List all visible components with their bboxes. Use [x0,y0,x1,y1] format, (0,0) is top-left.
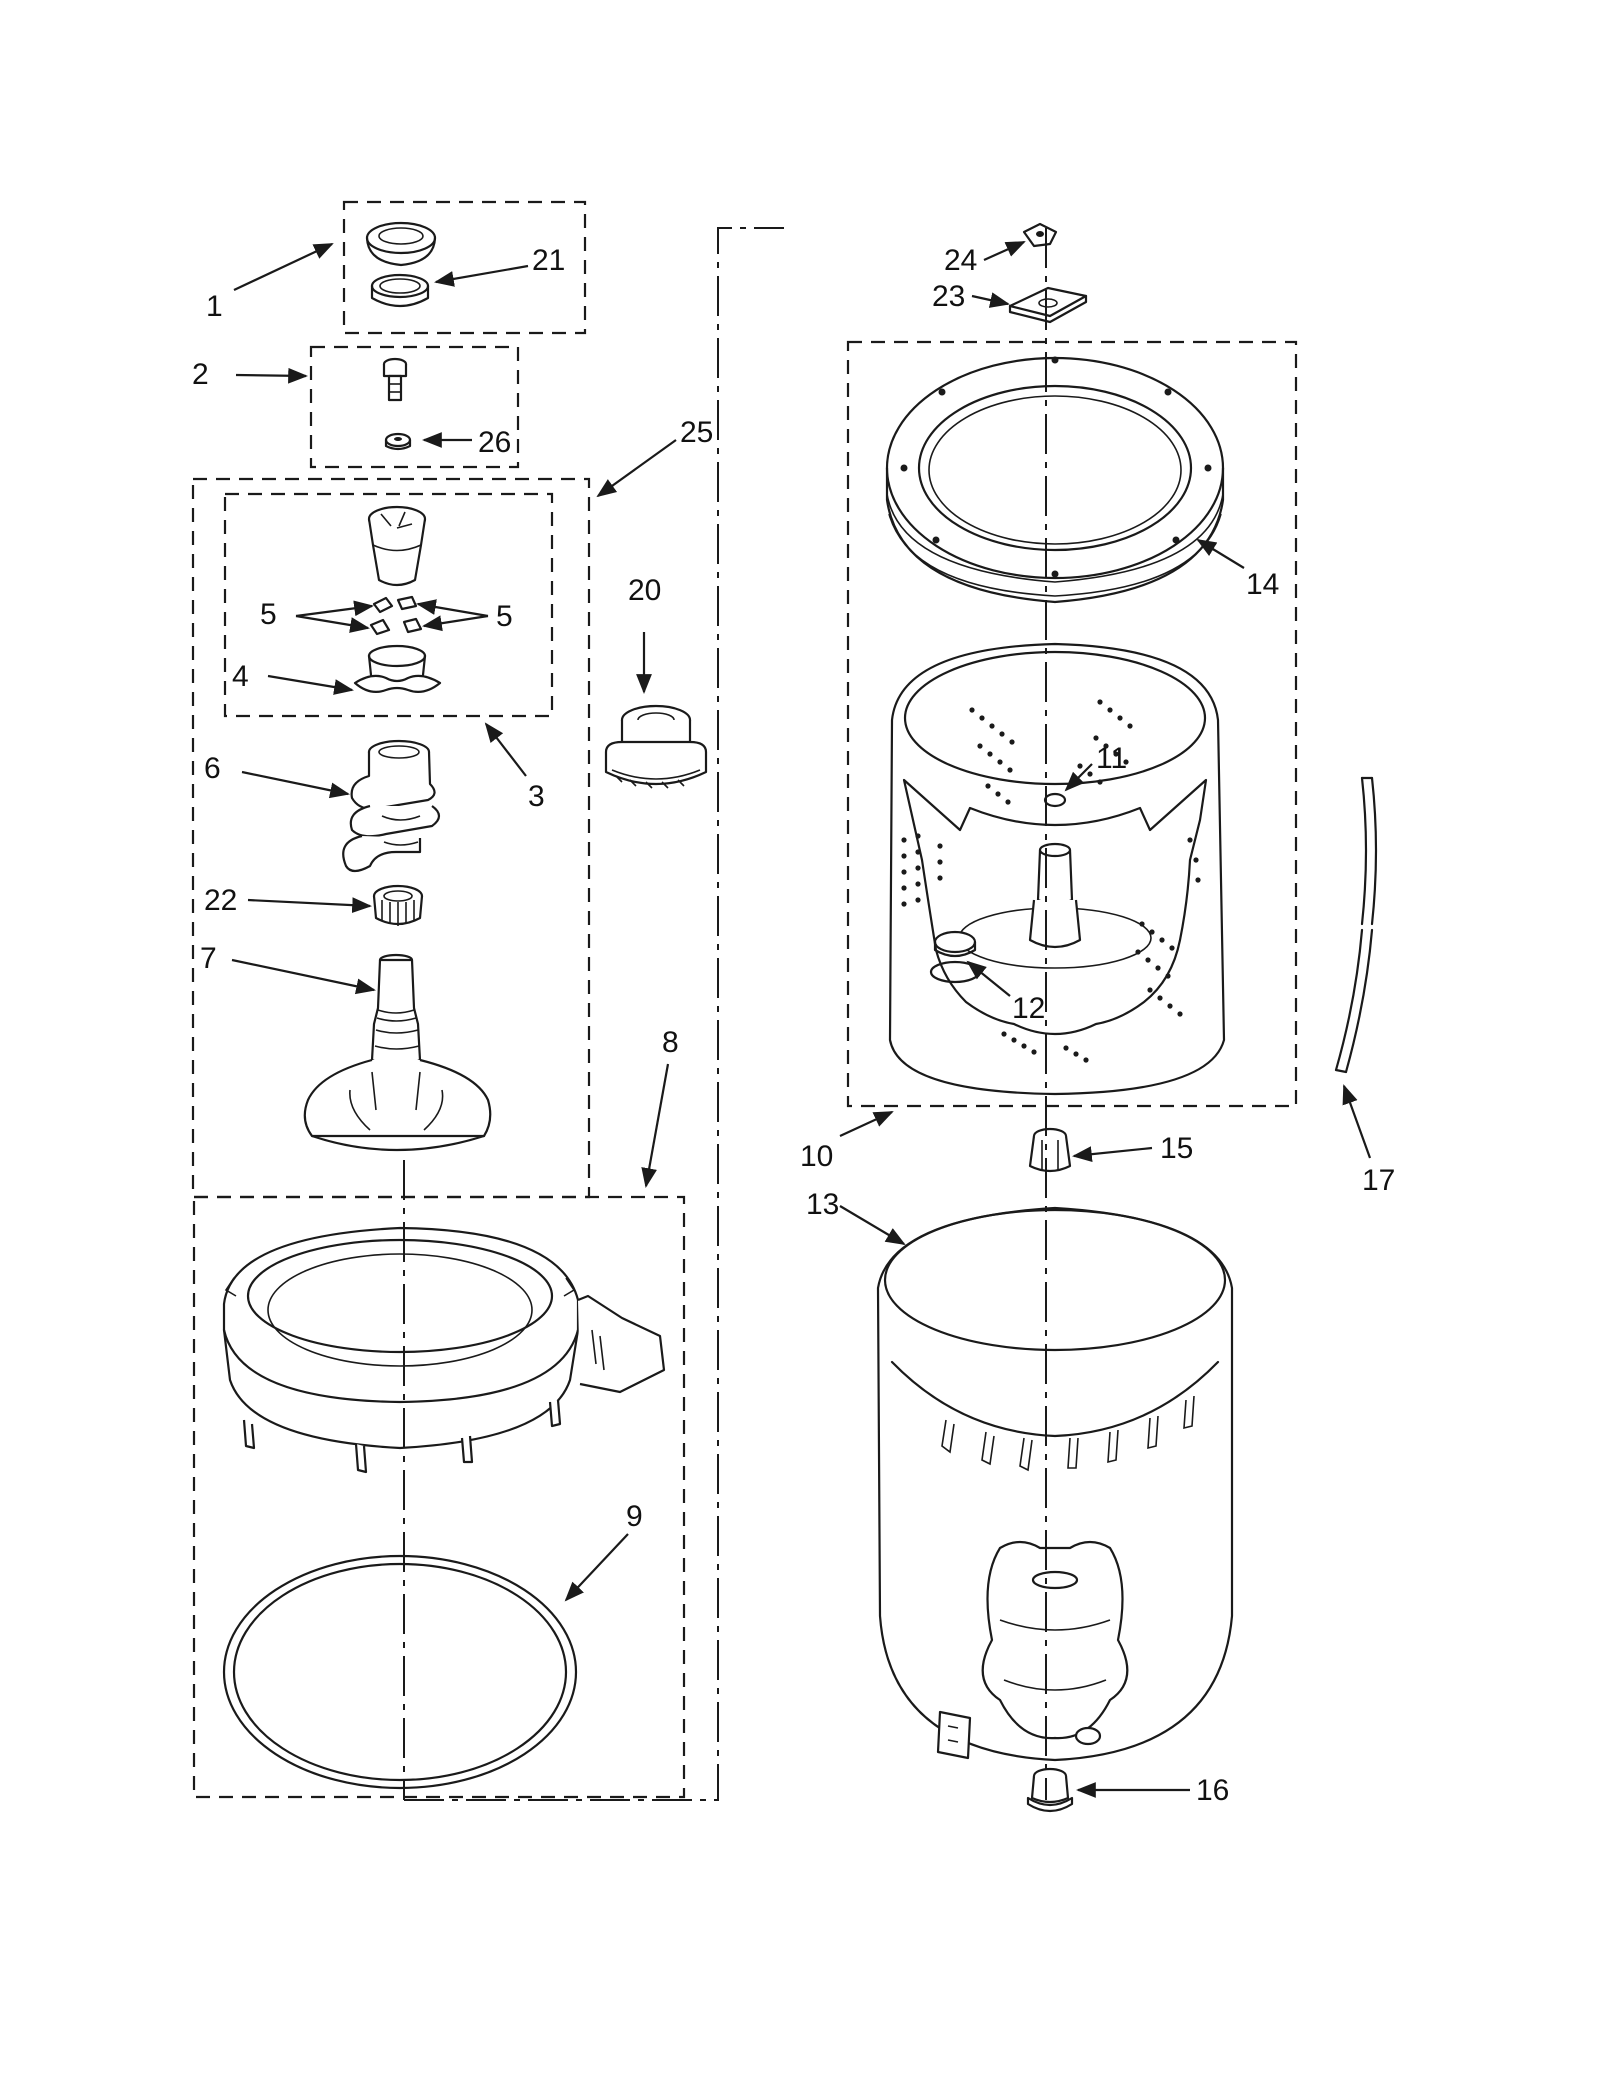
callout-16: 16 [1196,1774,1229,1807]
part-22-bushing [372,884,424,926]
callout-3: 3 [528,780,545,813]
part-4-cam [353,644,442,693]
callout-7: 7 [200,942,217,975]
callout-1: 1 [206,290,223,323]
part-8-tub-ring [222,1226,666,1474]
callout-12: 12 [1012,992,1045,1025]
callout-10: 10 [800,1140,833,1173]
callout-14: 14 [1246,568,1279,601]
group-box-2 [309,345,520,469]
callout-22: 22 [204,884,237,917]
callout-24: 24 [944,244,977,277]
callout-5b: 5 [496,600,513,633]
callout-26: 26 [478,426,511,459]
part-7-agitator-base [303,953,492,1152]
part-10-basket [888,642,1226,1096]
callout-2: 2 [192,358,209,391]
callout-4: 4 [232,660,249,693]
callout-6: 6 [204,752,221,785]
callout-20: 20 [628,574,661,607]
callout-labels: 1 2 3 4 5 5 6 7 8 9 10 11 12 13 14 15 16… [192,244,1395,1807]
part-17-hose [1334,776,1378,1074]
callout-5a: 5 [260,598,277,631]
group-box-8 [192,1195,686,1799]
part-13-outer-tub [876,1206,1234,1762]
callout-11: 11 [1096,742,1127,775]
leader-arrows [231,240,1372,1798]
group-box-3 [223,492,554,718]
part-agitator-cam [367,505,427,587]
part-agitator-cap [365,221,437,267]
group-box-1 [342,200,587,335]
callout-9: 9 [626,1500,643,1533]
callout-23: 23 [932,280,965,313]
part-20-seal [604,704,708,789]
part-cap-ring [370,273,430,308]
part-16-plug [1026,1767,1074,1813]
callout-25: 25 [680,416,713,449]
basket-perforations [901,699,1201,1063]
part-24-clip [1022,222,1058,248]
callout-13: 13 [806,1188,839,1221]
part-6-auger [342,739,441,873]
group-box-10 [846,340,1298,1108]
part-26-washer [384,432,412,451]
part-23-bracket [1008,286,1088,324]
part-9-ring [222,1554,578,1790]
part-5-dogs [369,595,423,636]
part-14-balance-ring [885,356,1225,604]
part-bolt [382,357,408,402]
part-15-nut [1028,1127,1072,1173]
callout-8: 8 [662,1026,679,1059]
callout-17: 17 [1362,1164,1395,1197]
assembly-connector-line [404,227,784,1801]
callout-21: 21 [532,244,565,277]
callout-15: 15 [1160,1132,1193,1165]
